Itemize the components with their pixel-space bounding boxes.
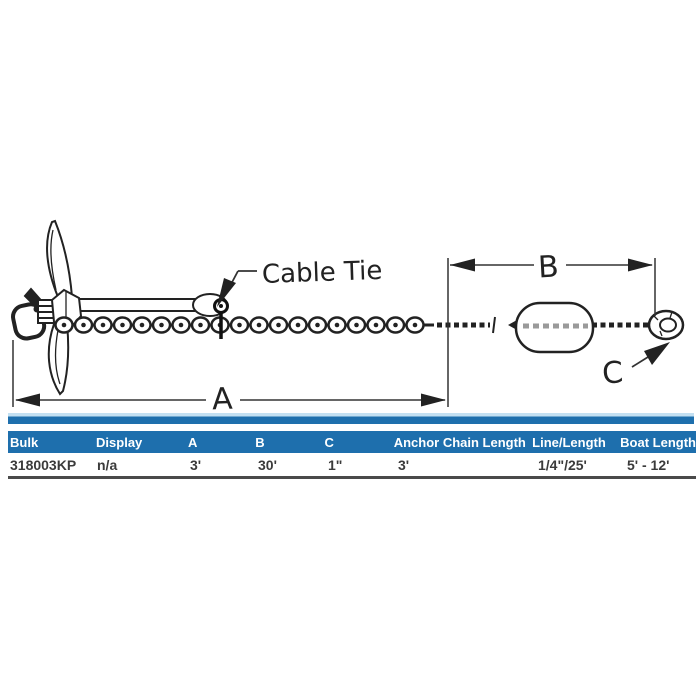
callout-c-arrow (631, 342, 670, 368)
header-line-length: Line/Length (532, 434, 606, 450)
value-a: 3' (190, 456, 202, 473)
anchor-chain (54, 316, 434, 334)
header-anchor-chain-length: Anchor Chain Length (393, 434, 526, 450)
dimension-c-label: C (601, 355, 624, 391)
callout-cable-tie-arrow (217, 270, 257, 307)
rope-float (514, 301, 595, 354)
dimension-b-label: B (537, 249, 559, 285)
header-b: B (255, 434, 265, 450)
header-display: Display (96, 434, 143, 450)
value-display: n/a (97, 456, 118, 473)
spec-table-header-row: Bulk Display A B C Anchor Chain Length L… (8, 431, 696, 453)
rope-line (437, 316, 517, 334)
dimension-a-arrow-right (421, 393, 446, 407)
value-b: 30' (258, 456, 277, 473)
grapnel-anchor (11, 219, 83, 396)
anchor-bottom-fluke (47, 323, 70, 396)
value-bulk: 318003KP (10, 456, 77, 473)
value-boat-length: 5' - 12' (627, 456, 670, 473)
spec-table: Bulk Display A B C Anchor Chain Length L… (8, 431, 696, 479)
rope-eye-splice (647, 309, 685, 341)
cable-tie-label: Cable Tie (261, 256, 382, 290)
header-a: A (188, 434, 198, 450)
value-line-length: 1/4"/25' (538, 456, 587, 473)
anchor-shank (80, 293, 228, 317)
dimension-a (12, 258, 449, 407)
dimension-b-arrow-right (628, 258, 653, 272)
header-bulk: Bulk (10, 434, 39, 450)
dimension-a-arrow-left (15, 393, 40, 407)
dimension-b (450, 258, 656, 316)
accent-bar (8, 413, 694, 424)
spec-table-data-row: 318003KP n/a 3' 30' 1" 3' 1/4"/25' 5' - … (8, 453, 696, 479)
value-anchor-chain-length: 3' (398, 456, 410, 473)
header-c: C (324, 434, 334, 450)
dimension-b-arrow-left (450, 258, 475, 272)
header-boat-length: Boat Length (620, 434, 696, 450)
anchor-kit-diagram: A B C Cable Tie (11, 219, 685, 417)
cable-tie-hardware (213, 295, 229, 339)
value-c: 1" (328, 456, 343, 473)
dimension-a-label: A (211, 382, 233, 412)
